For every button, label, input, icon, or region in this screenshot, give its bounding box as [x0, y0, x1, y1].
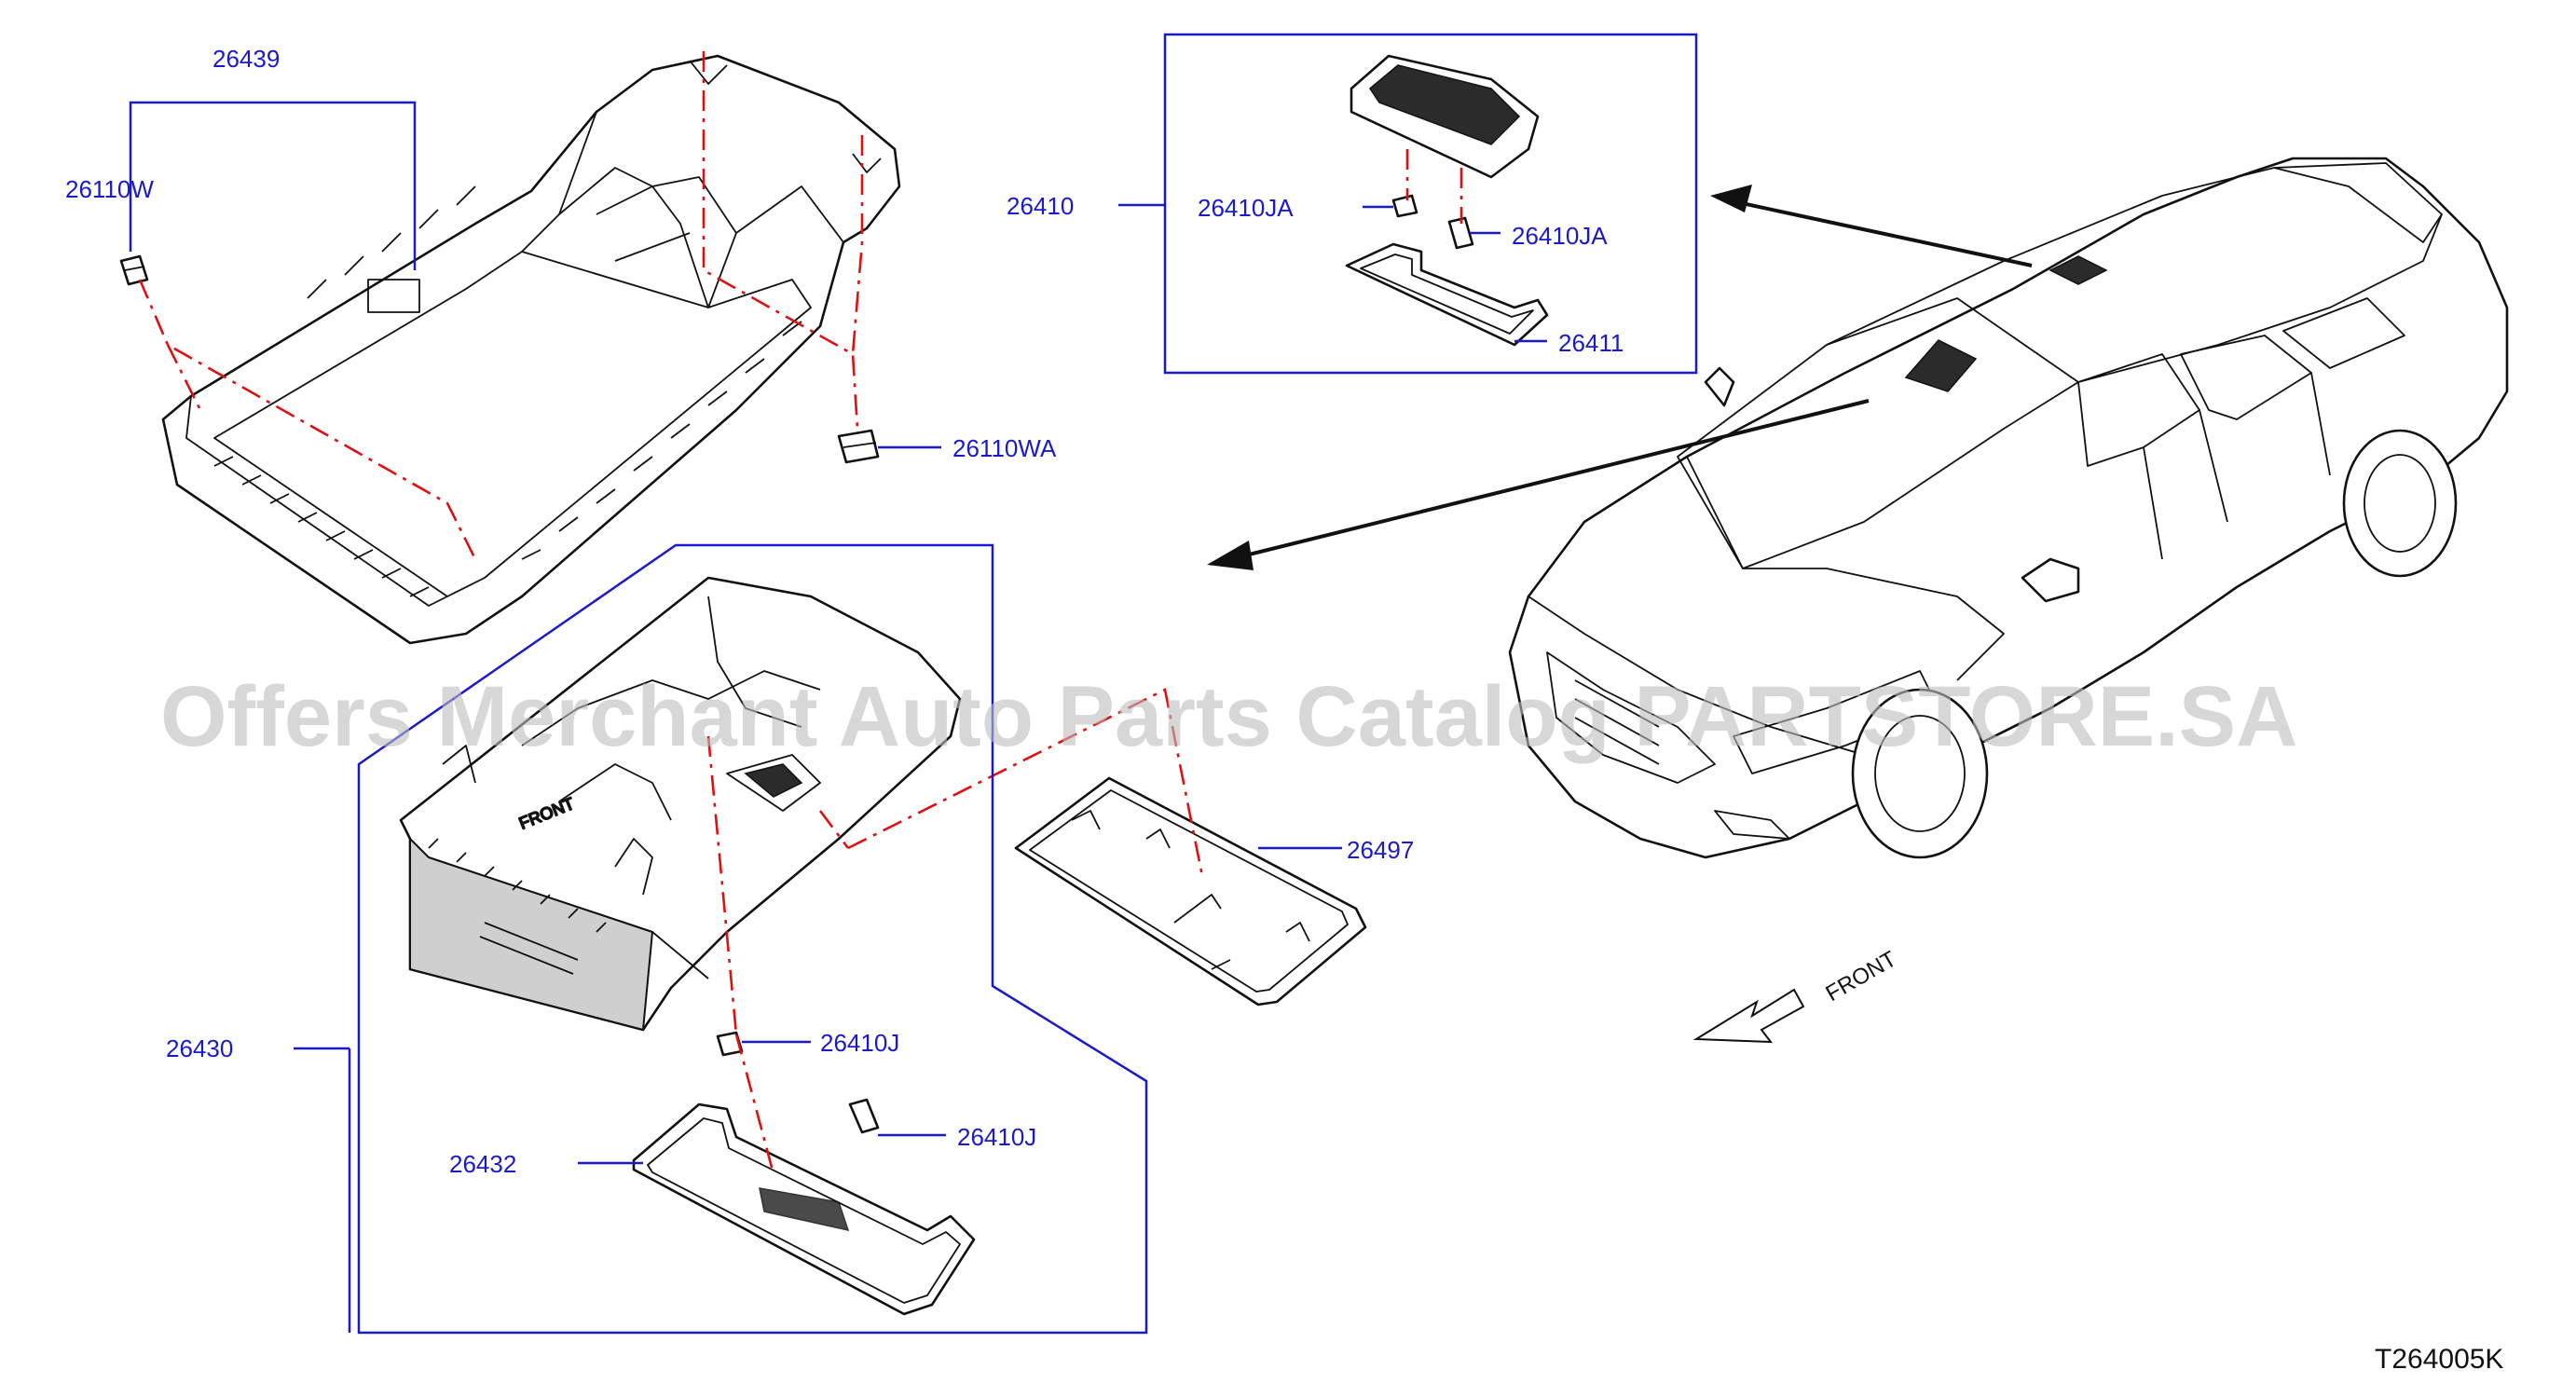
- headlining-bracket-26439[interactable]: [161, 54, 901, 645]
- label-26432[interactable]: 26432: [449, 1150, 516, 1178]
- diagram-reference: T264005K: [2375, 1344, 2503, 1375]
- label-26411[interactable]: 26411: [1558, 329, 1624, 357]
- label-26410ja-left[interactable]: 26410JA: [1198, 194, 1294, 222]
- assembly-lines-inset: [1405, 149, 1463, 224]
- label-26410j-bottom[interactable]: 26410J: [957, 1123, 1036, 1151]
- assembly-lines-upper: [138, 51, 864, 560]
- label-26430[interactable]: 26430: [166, 1034, 233, 1062]
- bulb-26410j-bottom[interactable]: [848, 1098, 880, 1134]
- bulb-26410ja-right[interactable]: [1447, 216, 1474, 250]
- front-label: FRONT: [1822, 946, 1901, 1006]
- part-labels: 26439 26110W 26110WA 26410 26410JA 26410…: [65, 45, 1624, 1178]
- cover-26497[interactable]: [1014, 776, 1367, 1006]
- lens-26411[interactable]: [1345, 242, 1549, 347]
- map-lamp-assy-26430[interactable]: FRONT: [399, 576, 962, 1032]
- clip-26110wa[interactable]: [837, 429, 880, 464]
- watermark: Offers Merchant Auto Parts Catalog PARTS…: [160, 669, 2298, 764]
- room-lamp-inset: [1163, 33, 1698, 375]
- leader-lines: [129, 101, 1547, 1335]
- assembly-lines-lower: [706, 688, 1204, 1175]
- label-26439[interactable]: 26439: [212, 45, 280, 73]
- front-direction-arrow: FRONT: [1692, 946, 1901, 1044]
- label-26410[interactable]: 26410: [1007, 192, 1074, 220]
- label-26497[interactable]: 26497: [1347, 836, 1414, 864]
- vehicle-illustration: [1508, 157, 2509, 859]
- room-lamp-26410[interactable]: [1350, 54, 1540, 179]
- bulb-26410ja-left[interactable]: [1391, 194, 1418, 218]
- label-26110w[interactable]: 26110W: [65, 175, 154, 203]
- lens-26432[interactable]: [632, 1102, 976, 1316]
- label-26410ja-right[interactable]: 26410JA: [1512, 222, 1608, 250]
- label-26410j-top[interactable]: 26410J: [820, 1029, 899, 1057]
- callout-arrows: [1207, 185, 2033, 570]
- label-26110wa[interactable]: 26110WA: [952, 434, 1057, 462]
- clip-26110w[interactable]: [119, 254, 149, 286]
